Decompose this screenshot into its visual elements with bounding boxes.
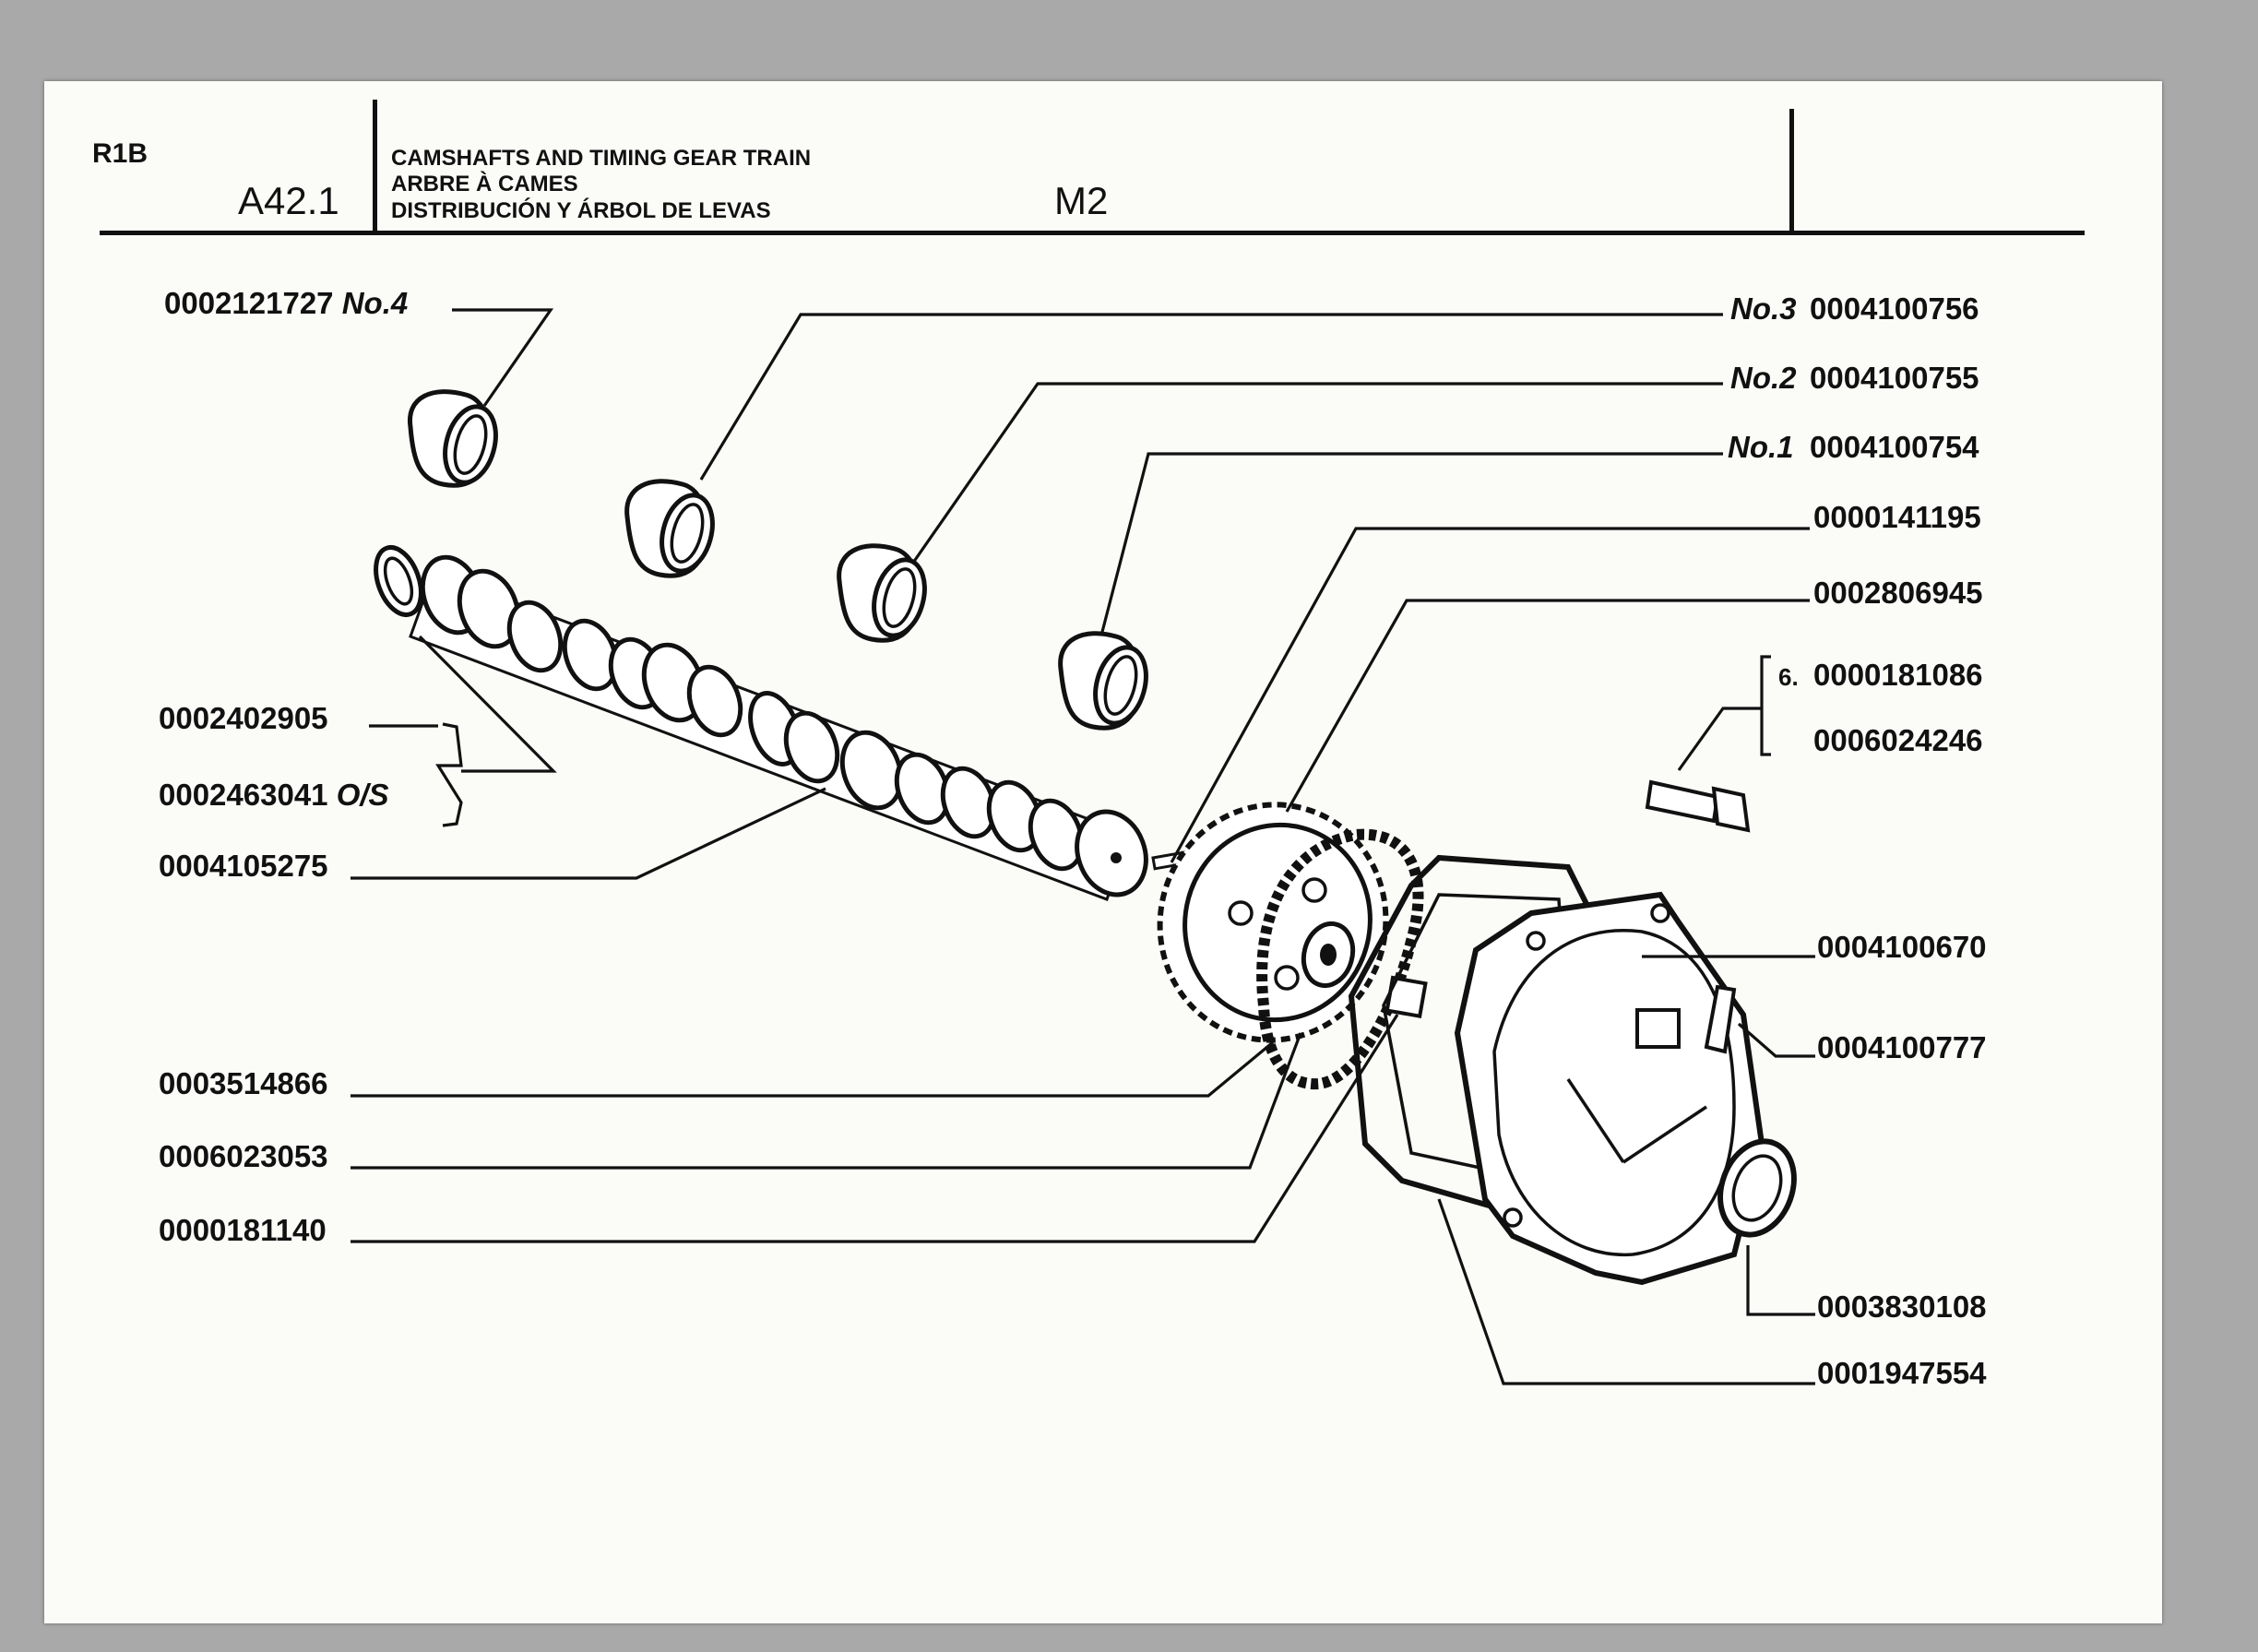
title-french: ARBRE À CAMES (391, 172, 578, 196)
label-bearing-no2: 0004100755 (1810, 361, 1979, 395)
label-oil-seal: 0003830108 (1817, 1290, 1987, 1324)
timing-cover (1454, 891, 1765, 1286)
title-english: CAMSHAFTS AND TIMING GEAR TRAIN (391, 146, 812, 171)
bearing-no4 (407, 389, 498, 488)
label-camshaft: 0004105275 (159, 849, 328, 883)
label-bearing-no3-tag: No.3 (1730, 291, 1797, 326)
header-divider-right (1789, 109, 1794, 234)
label-washer: 0006023053 (159, 1139, 328, 1173)
label-bearing-no1: 0004100754 (1810, 430, 1979, 464)
camshaft (409, 554, 1148, 901)
section-number: A42.1 (238, 179, 339, 222)
thrust-ring (374, 545, 423, 617)
leader-lines (351, 308, 1815, 1385)
label-bolt-a: 0000181086 (1813, 658, 1983, 692)
label-chain: 0003514866 (159, 1066, 328, 1100)
header-divider-left (373, 100, 377, 234)
label-gasket: 0001947554 (1817, 1356, 1987, 1390)
bearing-no2 (837, 543, 927, 643)
label-bolt-qty: 6. (1778, 663, 1799, 691)
label-gasket-cover: 0002806945 (1813, 576, 1983, 610)
model-code: R1B (92, 138, 149, 169)
bearing-no1 (1058, 631, 1148, 731)
label-bearing-no4: 0002121727 No.4 (164, 286, 408, 320)
cover-bolt (1645, 779, 1751, 833)
oil-seal (1717, 1138, 1797, 1238)
washer (1301, 921, 1356, 989)
label-bolt-b: 0006024246 (1813, 723, 1983, 757)
title-spanish: DISTRIBUCIÓN Y ÁRBOL DE LEVAS (391, 198, 771, 223)
header-rule (100, 231, 2085, 235)
label-screw: 0000181140 (159, 1213, 327, 1247)
label-pin: 0000141195 (1813, 500, 1981, 534)
label-thrust-os: 0002463041 O/S (159, 778, 389, 812)
label-timing-cover: 0004100670 (1817, 930, 1987, 964)
label-breather: 0004100777 (1817, 1030, 1987, 1064)
label-bearing-no2-tag: No.2 (1730, 361, 1797, 395)
label-thrust-std: 0002402905 (159, 701, 328, 735)
label-bearing-no3: 0004100756 (1810, 291, 1979, 326)
timing-chain (1256, 828, 1424, 1090)
breather-pipe (1704, 984, 1737, 1054)
label-bearing-no1-tag: No.1 (1728, 430, 1794, 464)
variant-code: M2 (1054, 179, 1109, 222)
bearing-no3 (624, 479, 715, 578)
